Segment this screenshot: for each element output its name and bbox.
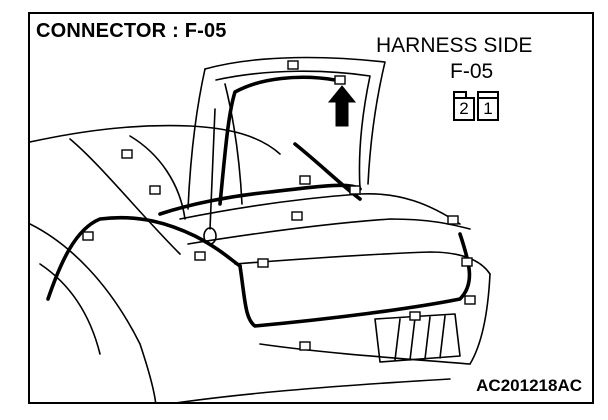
pin-1: 1 — [477, 97, 499, 121]
wheel-arch — [39, 263, 101, 355]
connector-key-left — [453, 91, 467, 99]
connector-block — [299, 175, 311, 185]
connector-block — [334, 75, 346, 85]
harness-connector-code: F-05 — [450, 60, 494, 83]
harness-rear — [238, 232, 472, 328]
lower-body — [177, 378, 451, 402]
connector-block — [121, 149, 133, 159]
pointer-arrow-icon — [327, 85, 357, 127]
connector-block — [287, 60, 299, 70]
connector-block — [461, 257, 473, 267]
rear-deck — [187, 218, 471, 245]
diagram-frame: CONNECTOR : F-05 HARNESS SIDE F-05 2 1 A… — [28, 12, 594, 404]
connector-block — [82, 231, 94, 241]
connector-block — [299, 341, 311, 351]
connector-block — [149, 185, 161, 195]
connector-block — [464, 295, 476, 305]
harness-side-label: HARNESS SIDE — [376, 34, 533, 57]
roof-line — [30, 124, 281, 155]
page-title: CONNECTOR : F-05 — [36, 20, 227, 42]
trunk-lid-edge — [215, 70, 371, 190]
reference-code: AC201218AC — [476, 376, 582, 395]
harness-trunk — [158, 183, 362, 216]
harness-main — [46, 215, 242, 301]
trunk-lid-hinge — [224, 83, 243, 205]
trunk-lid-outer — [204, 56, 386, 185]
fender — [30, 223, 157, 402]
plate-hatch — [394, 315, 446, 361]
bumper-lower — [259, 343, 471, 365]
antenna — [209, 108, 216, 230]
connector-block — [257, 258, 269, 268]
rear-window-line — [129, 135, 186, 220]
license-plate — [374, 313, 461, 363]
bumper-top — [234, 251, 491, 275]
connector-key-right — [477, 91, 499, 99]
pin-2: 2 — [453, 97, 475, 121]
trunk-lid-inner — [187, 68, 206, 210]
vehicle-rear-diagram — [30, 56, 491, 402]
connector-block — [447, 215, 459, 225]
connector-block — [194, 251, 206, 261]
connector-block — [409, 311, 421, 321]
harness-lid — [218, 75, 337, 206]
c-pillar — [69, 138, 181, 255]
connector-block — [349, 185, 361, 195]
bumper-side — [469, 273, 491, 365]
connector-block — [291, 211, 303, 221]
